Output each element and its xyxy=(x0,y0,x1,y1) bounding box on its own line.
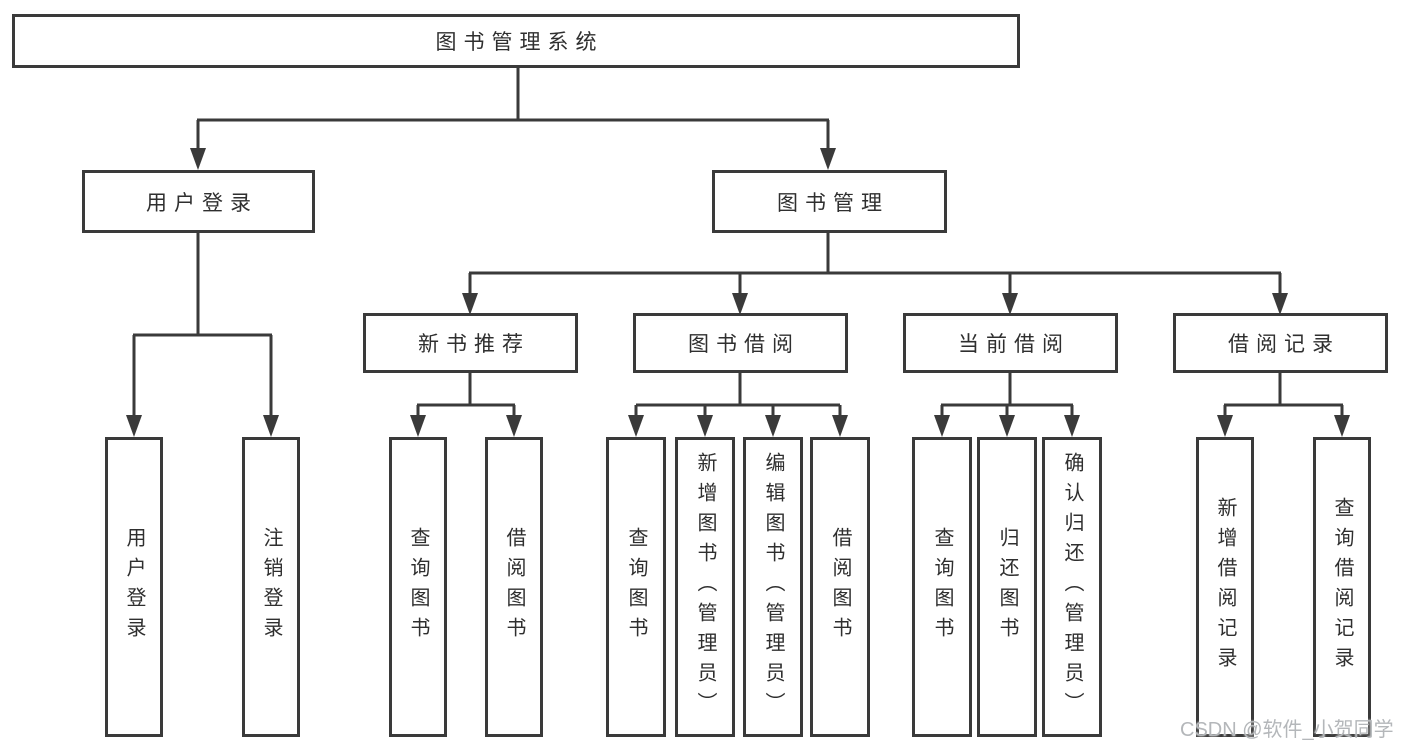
leaf-borrow-books: 借阅图书 xyxy=(810,437,870,737)
leaf-recommend-query-books: 查询图书 xyxy=(389,437,447,737)
leaf-recommend-borrow-books: 借阅图书 xyxy=(485,437,543,737)
node-current-borrowing: 当前借阅 xyxy=(903,313,1118,373)
node-borrowing-records: 借阅记录 xyxy=(1173,313,1388,373)
node-user-login: 用户登录 xyxy=(82,170,315,233)
csdn-watermark: CSDN @软件_小贺同学 xyxy=(1180,719,1394,741)
node-book-borrowing: 图书借阅 xyxy=(633,313,848,373)
leaf-add-books-admin: 新增图书（管理员） xyxy=(675,437,735,737)
node-book-management: 图书管理 xyxy=(712,170,947,233)
node-library-management-system: 图书管理系统 xyxy=(12,14,1020,68)
leaf-user-login: 用户登录 xyxy=(105,437,163,737)
leaf-borrowing-query-books: 查询图书 xyxy=(606,437,666,737)
leaf-edit-books-admin: 编辑图书（管理员） xyxy=(743,437,803,737)
leaf-add-borrow-record: 新增借阅记录 xyxy=(1196,437,1254,737)
leaf-current-query-books: 查询图书 xyxy=(912,437,972,737)
leaf-logout: 注销登录 xyxy=(242,437,300,737)
leaf-confirm-return-admin: 确认归还（管理员） xyxy=(1042,437,1102,737)
leaf-return-books: 归还图书 xyxy=(977,437,1037,737)
leaf-query-borrow-record: 查询借阅记录 xyxy=(1313,437,1371,737)
node-new-book-recommend: 新书推荐 xyxy=(363,313,578,373)
